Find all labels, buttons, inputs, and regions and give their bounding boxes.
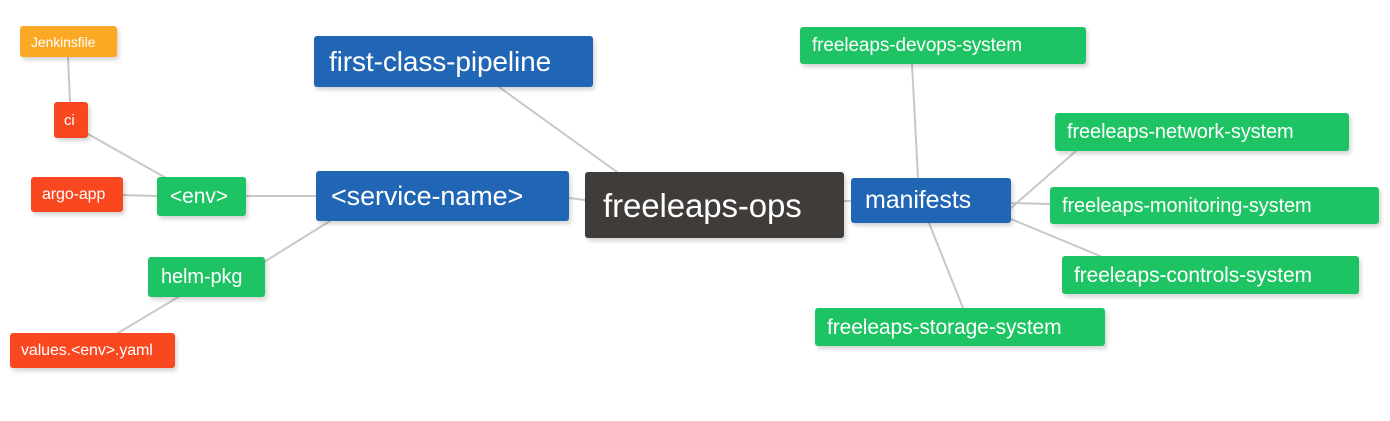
node-label-freeleaps-network-system: freeleaps-network-system <box>1067 121 1294 143</box>
node-label-argo-app: argo-app <box>42 185 106 203</box>
node-label-values-env-yaml: values.<env>.yaml <box>21 341 153 359</box>
node-manifests[interactable]: manifests <box>851 178 1011 223</box>
edge-firstclass-ops <box>498 86 618 173</box>
node-freeleaps-monitoring-system[interactable]: freeleaps-monitoring-system <box>1050 187 1379 224</box>
edge-manifests-monitoring <box>1010 202 1051 205</box>
node-freeleaps-ops[interactable]: freeleaps-ops <box>585 172 844 238</box>
node-label-freeleaps-storage-system: freeleaps-storage-system <box>827 315 1062 339</box>
node-freeleaps-network-system[interactable]: freeleaps-network-system <box>1055 113 1349 151</box>
edge-jenkinsfile-ci <box>67 56 71 103</box>
edge-argoapp-env <box>122 194 158 197</box>
node-service-name[interactable]: <service-name> <box>316 171 569 221</box>
node-label-manifests: manifests <box>865 186 972 214</box>
node-first-class-pipeline[interactable]: first-class-pipeline <box>314 36 593 87</box>
node-label-env: <env> <box>170 185 228 208</box>
edge-manifests-storage <box>928 222 964 309</box>
edge-manifests-devops <box>911 63 919 179</box>
edge-servicename-ops <box>568 197 586 201</box>
node-label-helm-pkg: helm-pkg <box>161 266 243 288</box>
node-ci[interactable]: ci <box>54 102 88 138</box>
node-label-first-class-pipeline: first-class-pipeline <box>329 45 552 77</box>
node-label-jenkinsfile: Jenkinsfile <box>31 33 96 50</box>
node-label-ci: ci <box>64 111 75 129</box>
edge-helmpkg-servicename <box>263 220 331 263</box>
node-freeleaps-devops-system[interactable]: freeleaps-devops-system <box>800 27 1086 64</box>
node-label-freeleaps-devops-system: freeleaps-devops-system <box>812 35 1022 56</box>
edge-manifests-controls <box>1010 218 1101 257</box>
node-argo-app[interactable]: argo-app <box>31 177 123 212</box>
node-freeleaps-controls-system[interactable]: freeleaps-controls-system <box>1062 256 1359 294</box>
node-label-freeleaps-monitoring-system: freeleaps-monitoring-system <box>1062 194 1312 217</box>
node-env[interactable]: <env> <box>157 177 246 216</box>
edge-ci-env <box>87 133 167 179</box>
node-label-freeleaps-ops: freeleaps-ops <box>603 186 802 224</box>
node-helm-pkg[interactable]: helm-pkg <box>148 257 265 297</box>
node-label-freeleaps-controls-system: freeleaps-controls-system <box>1074 263 1312 287</box>
node-values-env-yaml[interactable]: values.<env>.yaml <box>10 333 175 368</box>
node-freeleaps-storage-system[interactable]: freeleaps-storage-system <box>815 308 1105 346</box>
node-label-service-name: <service-name> <box>331 180 524 211</box>
edge-values-helmpkg <box>117 295 181 334</box>
node-jenkinsfile[interactable]: Jenkinsfile <box>20 26 117 57</box>
